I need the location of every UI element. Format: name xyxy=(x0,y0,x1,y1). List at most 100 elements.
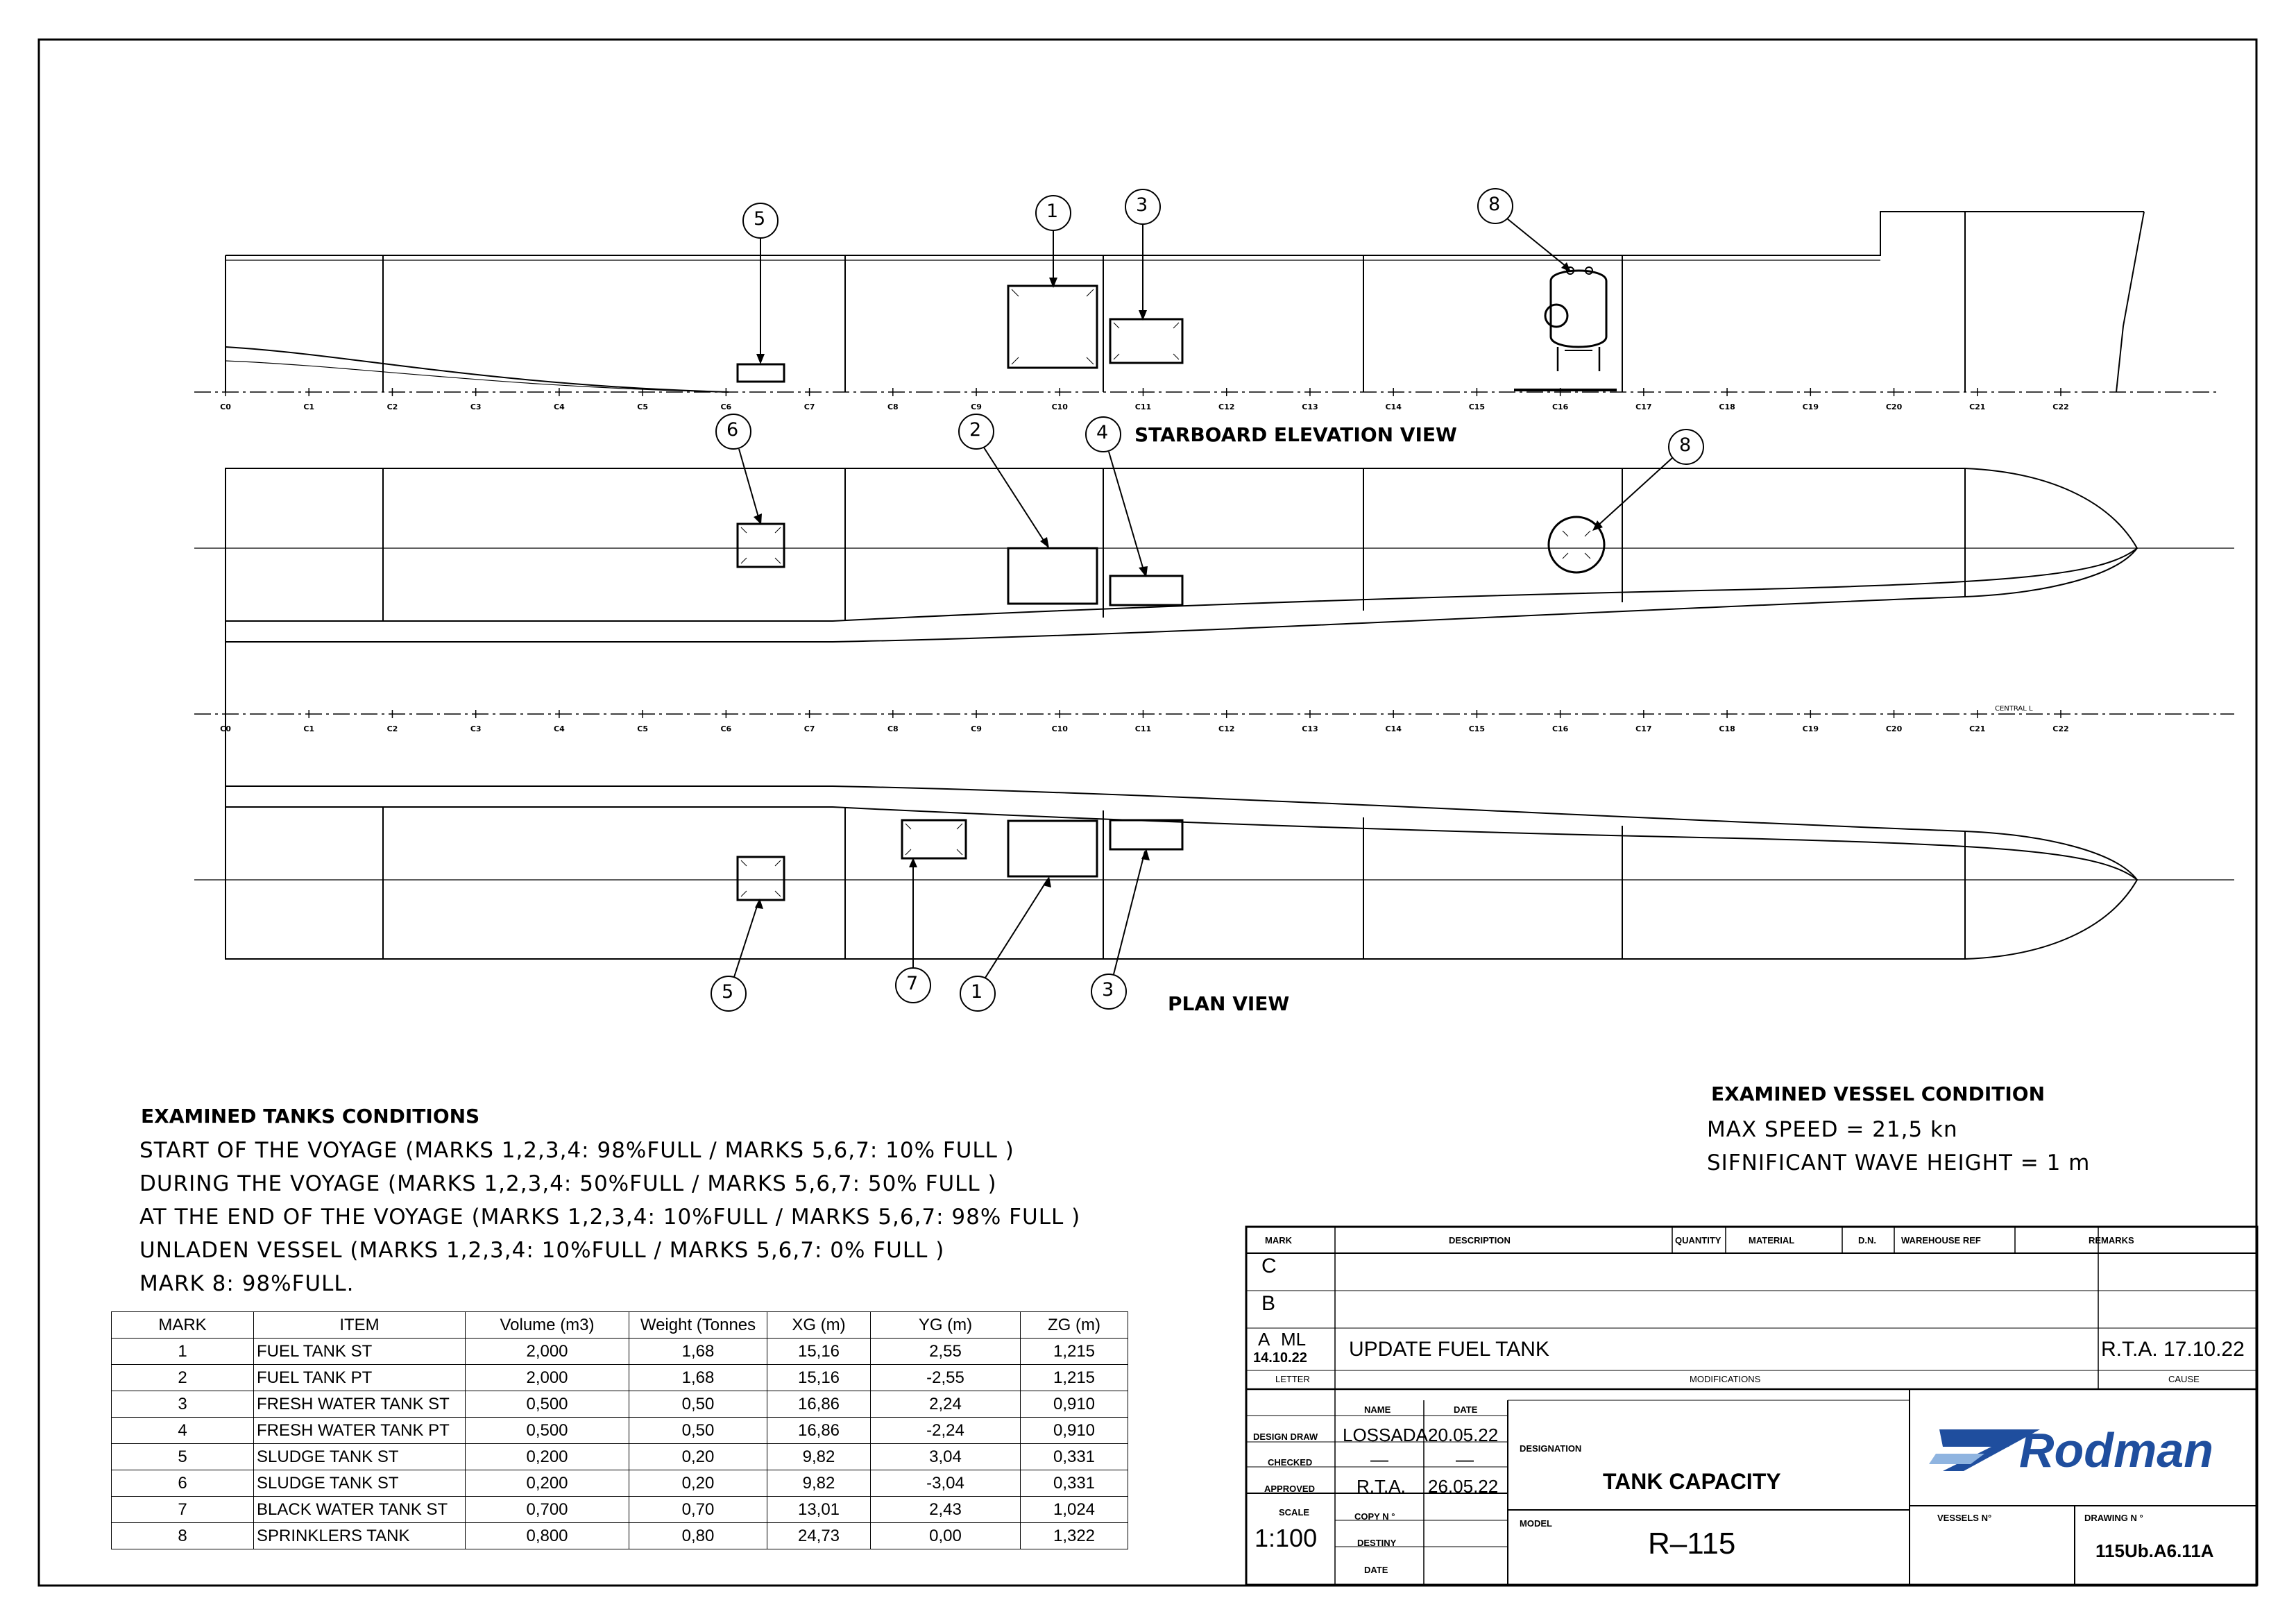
frame-label: C8 xyxy=(887,402,899,411)
scale-label: SCALE xyxy=(1279,1507,1310,1518)
table-cell: SLUDGE TANK ST xyxy=(253,1443,466,1470)
table-cell: 8 xyxy=(111,1522,254,1549)
frame-label: C11 xyxy=(1135,402,1151,411)
rev-a-description: UPDATE FUEL TANK xyxy=(1349,1338,1549,1361)
col-mark: MARK xyxy=(111,1311,254,1339)
table-cell: FRESH WATER TANK ST xyxy=(253,1391,466,1418)
rev-a-date: 14.10.22 xyxy=(1253,1350,1307,1366)
rev-letter-a: A xyxy=(1258,1329,1270,1350)
destiny-label: DESTINY xyxy=(1357,1538,1397,1548)
table-cell: 2,24 xyxy=(870,1391,1021,1418)
table-cell: 0,20 xyxy=(629,1443,767,1470)
frame-stations: C0C0C1C1C2C2C3C3C4C4C5C5C6C6C7C7C8C8C9C9… xyxy=(220,388,2069,733)
table-cell: 0,500 xyxy=(465,1417,629,1444)
table-cell: FUEL TANK PT xyxy=(253,1364,466,1391)
table-cell: -2,55 xyxy=(870,1364,1021,1391)
table-cell: SPRINKLERS TANK xyxy=(253,1522,466,1549)
col-yg: YG (m) xyxy=(870,1311,1021,1339)
callout-plan-3: 3 xyxy=(1102,979,1114,1001)
table-cell: 1,68 xyxy=(629,1364,767,1391)
plan-view xyxy=(194,468,2234,960)
table-cell: 5 xyxy=(111,1443,254,1470)
frame-label: C16 xyxy=(1552,724,1569,733)
callout-elev-5: 5 xyxy=(754,208,766,230)
title-block-grid xyxy=(1245,1225,2259,1586)
table-cell: 1,68 xyxy=(629,1338,767,1365)
table-cell: 0,80 xyxy=(629,1522,767,1549)
condition-line: MARK 8: 98%FULL. xyxy=(139,1271,355,1296)
frame-label: C10 xyxy=(1052,724,1069,733)
rev-letter-b: B xyxy=(1261,1292,1276,1315)
frame-label: C21 xyxy=(1969,724,1985,733)
frame-label: C10 xyxy=(1052,402,1069,411)
model-value: R–115 xyxy=(1648,1527,1736,1561)
table-cell: 16,86 xyxy=(767,1391,871,1418)
frame-label: C4 xyxy=(554,402,565,411)
table-cell: 0,00 xyxy=(870,1522,1021,1549)
frame-label: C19 xyxy=(1803,402,1819,411)
table-cell: BLACK WATER TANK ST xyxy=(253,1496,466,1523)
table-cell: 4 xyxy=(111,1417,254,1444)
table-cell: 2,000 xyxy=(465,1338,629,1365)
frame-label: C13 xyxy=(1302,724,1318,733)
frame-label: C0 xyxy=(220,724,231,733)
frame-label: C8 xyxy=(887,724,899,733)
frame-label: C9 xyxy=(971,402,982,411)
designation-value: TANK CAPACITY xyxy=(1603,1469,1781,1494)
frame-label: C0 xyxy=(220,402,231,411)
tank-capacity-table: MARK ITEM Volume (m3) Weight (Tonnes XG … xyxy=(111,1311,1128,1549)
wave-height: SIFNIFICANT WAVE HEIGHT = 1 m xyxy=(1707,1150,2091,1175)
col-xg: XG (m) xyxy=(767,1311,871,1339)
table-cell: FRESH WATER TANK PT xyxy=(253,1417,466,1444)
frame-label: C6 xyxy=(720,724,731,733)
frame-label: C7 xyxy=(804,724,815,733)
table-cell: 2,43 xyxy=(870,1496,1021,1523)
callout-plan-5: 5 xyxy=(722,981,734,1003)
design-draw-name: LOSSADA xyxy=(1343,1425,1428,1445)
table-cell: 1,024 xyxy=(1020,1496,1128,1523)
table-cell: 1,322 xyxy=(1020,1522,1128,1549)
date2-label: DATE xyxy=(1364,1565,1388,1575)
frame-label: C14 xyxy=(1385,724,1402,733)
table-cell: 13,01 xyxy=(767,1496,871,1523)
frame-label: C17 xyxy=(1635,402,1651,411)
table-cell: 1,215 xyxy=(1020,1338,1128,1365)
table-cell: 3 xyxy=(111,1391,254,1418)
rev-a-cause: R.T.A. 17.10.22 xyxy=(2101,1338,2245,1361)
callouts xyxy=(711,188,1704,1012)
sheet-border xyxy=(37,38,2258,1587)
frame-label: C16 xyxy=(1552,402,1569,411)
table-cell: 9,82 xyxy=(767,1443,871,1470)
central-line-label: CENTRAL L xyxy=(1995,705,2033,713)
letter-label: LETTER xyxy=(1275,1374,1310,1384)
plan-view-title: PLAN VIEW xyxy=(1168,992,1290,1015)
condition-line: UNLADEN VESSEL (MARKS 1,2,3,4: 10%FULL /… xyxy=(139,1238,945,1263)
design-draw-date: 20.05.22 xyxy=(1428,1425,1499,1445)
vessel-condition-title: EXAMINED VESSEL CONDITION xyxy=(1711,1082,2046,1105)
callout-elev-1: 1 xyxy=(1046,201,1059,222)
callout-elev-8: 8 xyxy=(1488,194,1501,215)
designation-label: DESIGNATION xyxy=(1520,1443,1582,1454)
table-cell: 0,200 xyxy=(465,1470,629,1497)
table-cell: 0,910 xyxy=(1020,1417,1128,1444)
rev-a-initials: ML xyxy=(1281,1329,1307,1350)
frame-label: C13 xyxy=(1302,402,1318,411)
checked-name: — xyxy=(1370,1449,1388,1470)
checked-label: CHECKED xyxy=(1268,1457,1313,1468)
tb-col-dn: D.N. xyxy=(1858,1235,1876,1246)
table-cell: 0,700 xyxy=(465,1496,629,1523)
table-cell: 0,331 xyxy=(1020,1470,1128,1497)
modifications-label: MODIFICATIONS xyxy=(1690,1374,1761,1384)
table-cell: 24,73 xyxy=(767,1522,871,1549)
table-cell: 2,55 xyxy=(870,1338,1021,1365)
table-cell: 16,86 xyxy=(767,1417,871,1444)
drawing-number: 115Ub.A6.11A xyxy=(2095,1540,2214,1561)
callout-plan-4: 4 xyxy=(1096,422,1109,443)
col-zg: ZG (m) xyxy=(1020,1311,1128,1339)
table-cell: FUEL TANK ST xyxy=(253,1338,466,1365)
frame-label: C20 xyxy=(1886,724,1903,733)
